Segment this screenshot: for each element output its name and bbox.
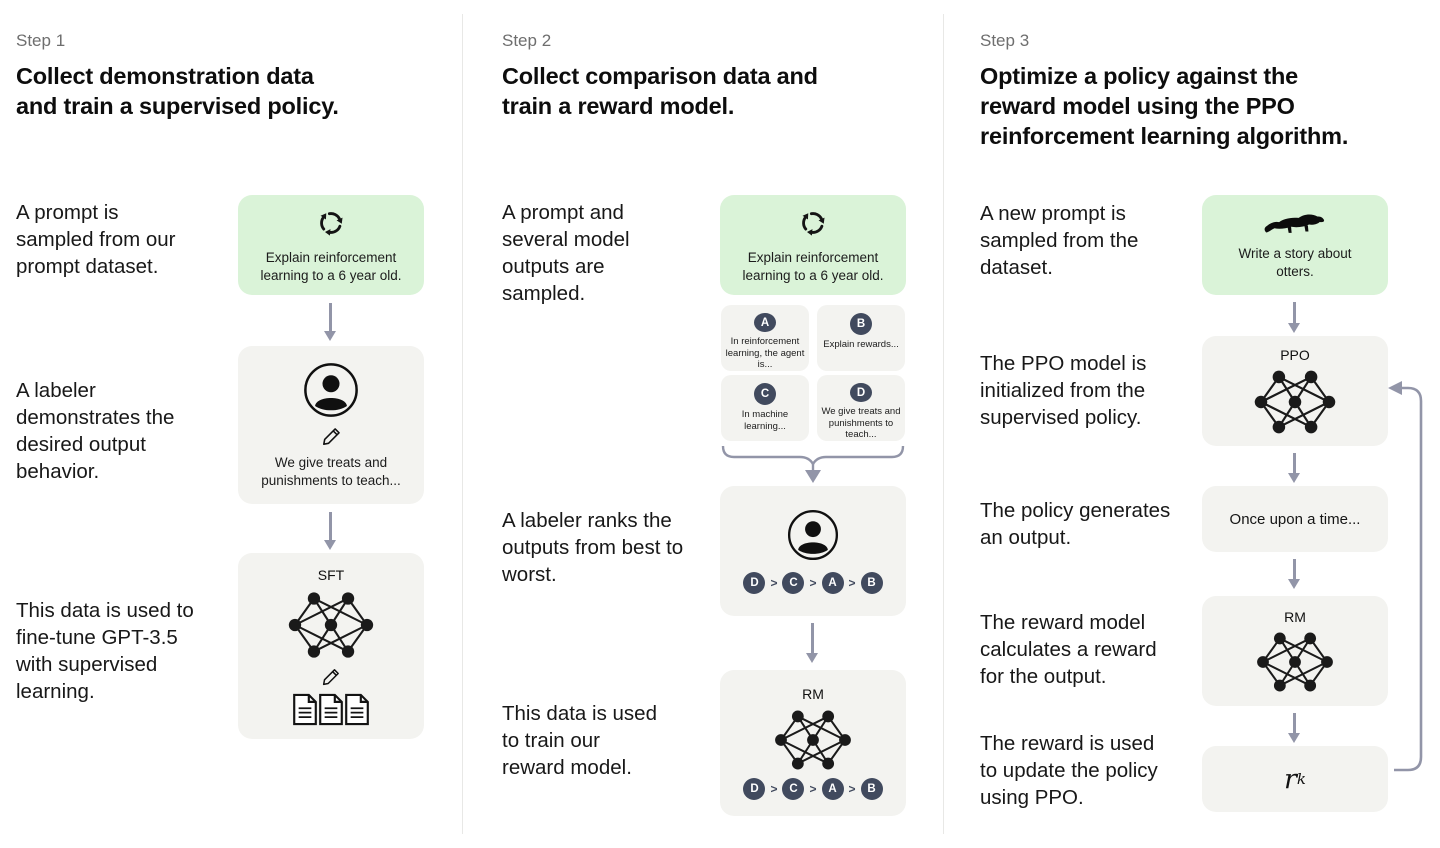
- reward-symbol: r: [1283, 763, 1297, 795]
- policy-output-text: Once upon a time...: [1229, 510, 1361, 528]
- down-arrow: [1288, 713, 1301, 743]
- cycle-icon: [314, 206, 348, 240]
- ppo-label: PPO: [1280, 346, 1310, 363]
- network-icon: [1251, 368, 1339, 436]
- step2-prompt-box: Explain reinforcement learning to a 6 ye…: [720, 195, 906, 295]
- output-box-c: C In machine learning...: [721, 375, 809, 441]
- step2-prompt-text: Explain reinforcement learning to a 6 ye…: [742, 250, 884, 283]
- step3-caption-update: The reward is used to update the policy …: [980, 732, 1158, 809]
- step3-prompt-box: Write a story about otters.: [1202, 195, 1388, 295]
- rank-badge: B: [860, 572, 883, 594]
- rank-badge: D: [743, 572, 766, 594]
- document-icon: [318, 693, 344, 726]
- step3-rm-box: RM: [1202, 596, 1388, 706]
- step3-prompt-text: Write a story about otters.: [1238, 246, 1352, 279]
- step2-labeler-box: D > C > A > B: [720, 486, 906, 616]
- rm-label: RM: [1284, 608, 1306, 625]
- rank-badge: A: [821, 778, 844, 800]
- greater-than: >: [848, 576, 856, 590]
- ranking-row: D > C > A > B: [743, 572, 883, 594]
- column-divider: [943, 14, 944, 834]
- step1-title: Collect demonstration data and train a s…: [16, 63, 339, 119]
- network-icon: [285, 589, 377, 661]
- output-box-b: B Explain rewards...: [817, 305, 905, 371]
- otter-icon: [1263, 210, 1327, 238]
- step1-label: Step 1: [16, 31, 66, 50]
- step3-title: Optimize a policy against the reward mod…: [980, 63, 1349, 149]
- sft-label: SFT: [317, 566, 345, 583]
- step1-caption-prompt: A prompt is sampled from our prompt data…: [16, 201, 176, 278]
- output-badge: B: [850, 313, 872, 335]
- step3-caption-prompt: A new prompt is sampled from the dataset…: [980, 202, 1139, 279]
- greater-than: >: [809, 782, 817, 796]
- documents-row: [292, 693, 370, 726]
- output-text: In machine learning...: [741, 409, 789, 432]
- step2-label: Step 2: [502, 31, 552, 50]
- output-box-d: D We give treats and punishments to teac…: [817, 375, 905, 441]
- greater-than: >: [770, 576, 778, 590]
- step3-ppo-box: PPO: [1202, 336, 1388, 446]
- step1-prompt-box: Explain reinforcement learning to a 6 ye…: [238, 195, 424, 295]
- document-icon: [344, 693, 370, 726]
- network-icon: [771, 708, 855, 772]
- greater-than: >: [809, 576, 817, 590]
- step3-caption-output: The policy generates an output.: [980, 499, 1171, 549]
- step3-label: Step 3: [980, 31, 1030, 50]
- output-badge: C: [754, 383, 776, 405]
- down-arrow: [324, 303, 337, 341]
- down-arrow: [1288, 559, 1301, 589]
- pencil-icon: [321, 426, 342, 447]
- output-text: In reinforcement learning, the agent is.…: [725, 336, 805, 371]
- down-arrow: [806, 623, 819, 663]
- person-icon: [302, 361, 360, 419]
- step1-labeler-box: We give treats and punishments to teach.…: [238, 346, 424, 504]
- brace-arrow: [720, 444, 906, 486]
- down-arrow: [1288, 453, 1301, 483]
- step1-demo-text: We give treats and punishments to teach.…: [261, 455, 401, 488]
- step2-rm-box: RM D > C > A > B: [720, 670, 906, 816]
- step3-output-box: Once upon a time...: [1202, 486, 1388, 552]
- rank-badge: A: [821, 572, 844, 594]
- step1-sft-box: SFT: [238, 553, 424, 739]
- output-text: Explain rewards...: [823, 339, 899, 350]
- rank-badge: D: [743, 778, 766, 800]
- rank-badge: C: [782, 778, 805, 800]
- step2-caption-rank: A labeler ranks the outputs from best to…: [502, 509, 684, 586]
- output-badge: A: [754, 313, 776, 333]
- step3-caption-reward: The reward model calculates a reward for…: [980, 611, 1157, 688]
- network-icon: [1253, 630, 1337, 694]
- rm-label: RM: [802, 686, 824, 702]
- down-arrow: [324, 512, 337, 550]
- step2-caption-train: This data is used to train our reward mo…: [502, 702, 657, 779]
- loop-arrow: [1384, 376, 1432, 780]
- output-box-a: A In reinforcement learning, the agent i…: [721, 305, 809, 371]
- greater-than: >: [770, 782, 778, 796]
- pencil-icon: [321, 667, 341, 687]
- down-arrow: [1288, 302, 1301, 333]
- greater-than: >: [848, 782, 856, 796]
- output-badge: D: [850, 383, 872, 403]
- rank-badge: B: [860, 778, 883, 800]
- step1-prompt-text: Explain reinforcement learning to a 6 ye…: [260, 250, 402, 283]
- step1-caption-train: This data is used to fine-tune GPT-3.5 w…: [16, 599, 194, 703]
- document-icon: [292, 693, 318, 726]
- person-icon: [786, 508, 840, 562]
- reward-subscript: k: [1296, 770, 1306, 788]
- step1-caption-labeler: A labeler demonstrates the desired outpu…: [16, 379, 175, 483]
- ranking-row: D > C > A > B: [743, 778, 883, 800]
- output-text: We give treats and punishments to teach.…: [821, 406, 901, 441]
- column-divider: [462, 14, 463, 834]
- step2-caption-prompt: A prompt and several model outputs are s…: [502, 201, 630, 305]
- cycle-icon: [796, 206, 830, 240]
- step3-caption-init: The PPO model is initialized from the su…: [980, 352, 1147, 429]
- step2-title: Collect comparison data and train a rewa…: [502, 63, 818, 119]
- rank-badge: C: [782, 572, 805, 594]
